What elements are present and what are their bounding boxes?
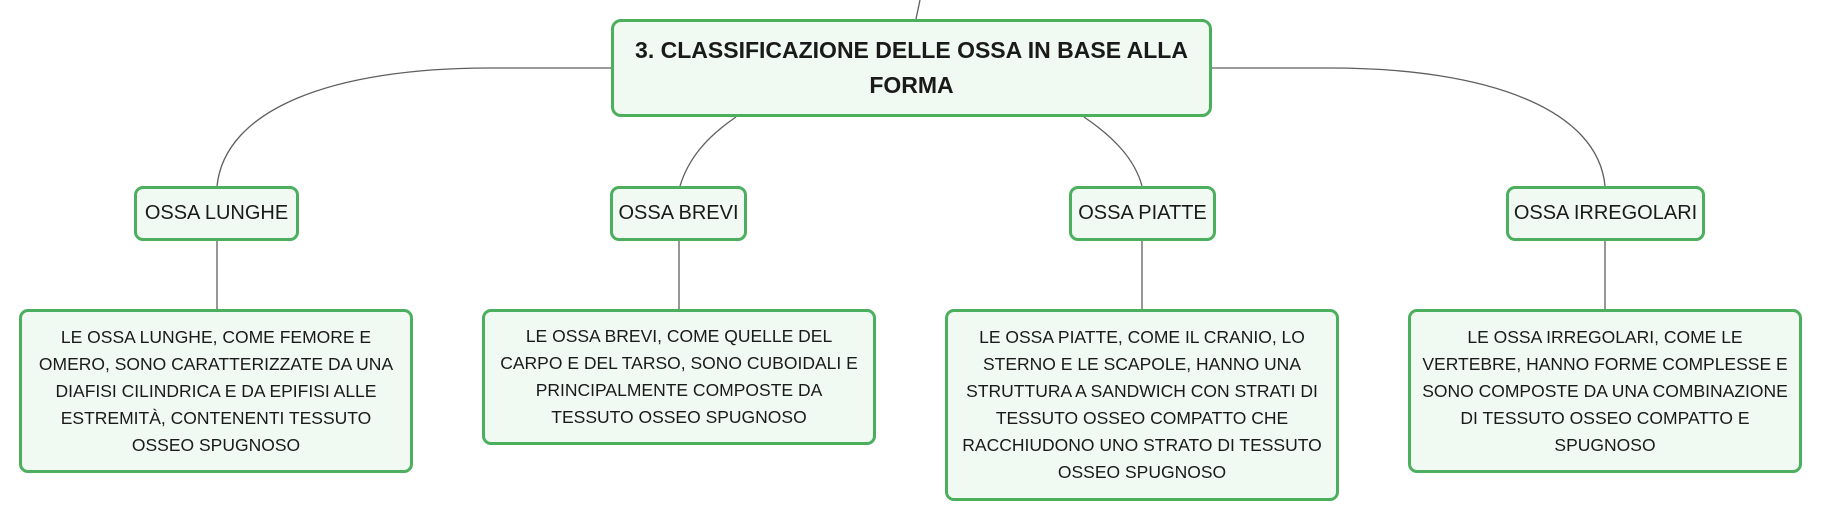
topic-ossa-piatte-label: OSSA PIATTE xyxy=(1078,202,1207,224)
topic-ossa-piatte[interactable]: OSSA PIATTE xyxy=(1069,186,1216,241)
connector-root-to-ossa-lunghe xyxy=(216,67,611,187)
topic-ossa-irregolari-label: OSSA IRREGOLARI xyxy=(1513,202,1698,224)
topic-ossa-lunghe[interactable]: OSSA LUNGHE xyxy=(134,186,299,241)
description-ossa-piatte-text: LE OSSA PIATTE, COME IL CRANIO, LO STERN… xyxy=(962,327,1322,482)
connector-root-to-ossa-brevi xyxy=(679,116,737,187)
connector-root-to-ossa-irregolari xyxy=(1212,67,1606,187)
root-topic-title: 3. CLASSIFICAZIONE DELLE OSSA IN BASE AL… xyxy=(635,37,1188,98)
description-ossa-brevi[interactable]: LE OSSA BREVI, COME QUELLE DEL CARPO E D… xyxy=(482,309,876,445)
topic-ossa-brevi[interactable]: OSSA BREVI xyxy=(610,186,747,241)
description-ossa-irregolari-text: LE OSSA IRREGOLARI, COME LE VERTEBRE, HA… xyxy=(1422,326,1788,455)
connector-parent-to-root xyxy=(915,0,921,20)
description-ossa-lunghe-text: LE OSSA LUNGHE, COME FEMORE E OMERO, SON… xyxy=(38,326,394,455)
description-ossa-piatte[interactable]: LE OSSA PIATTE, COME IL CRANIO, LO STERN… xyxy=(945,309,1339,501)
description-ossa-brevi-text: LE OSSA BREVI, COME QUELLE DEL CARPO E D… xyxy=(500,326,858,427)
root-topic[interactable]: 3. CLASSIFICAZIONE DELLE OSSA IN BASE AL… xyxy=(611,19,1212,117)
topic-ossa-irregolari[interactable]: OSSA IRREGOLARI xyxy=(1506,186,1705,241)
connector-root-to-ossa-piatte xyxy=(1083,116,1143,187)
description-ossa-lunghe[interactable]: LE OSSA LUNGHE, COME FEMORE E OMERO, SON… xyxy=(19,309,413,473)
topic-ossa-brevi-label: OSSA BREVI xyxy=(618,202,739,224)
topic-ossa-lunghe-label: OSSA LUNGHE xyxy=(144,202,289,224)
description-ossa-irregolari[interactable]: LE OSSA IRREGOLARI, COME LE VERTEBRE, HA… xyxy=(1408,309,1802,473)
